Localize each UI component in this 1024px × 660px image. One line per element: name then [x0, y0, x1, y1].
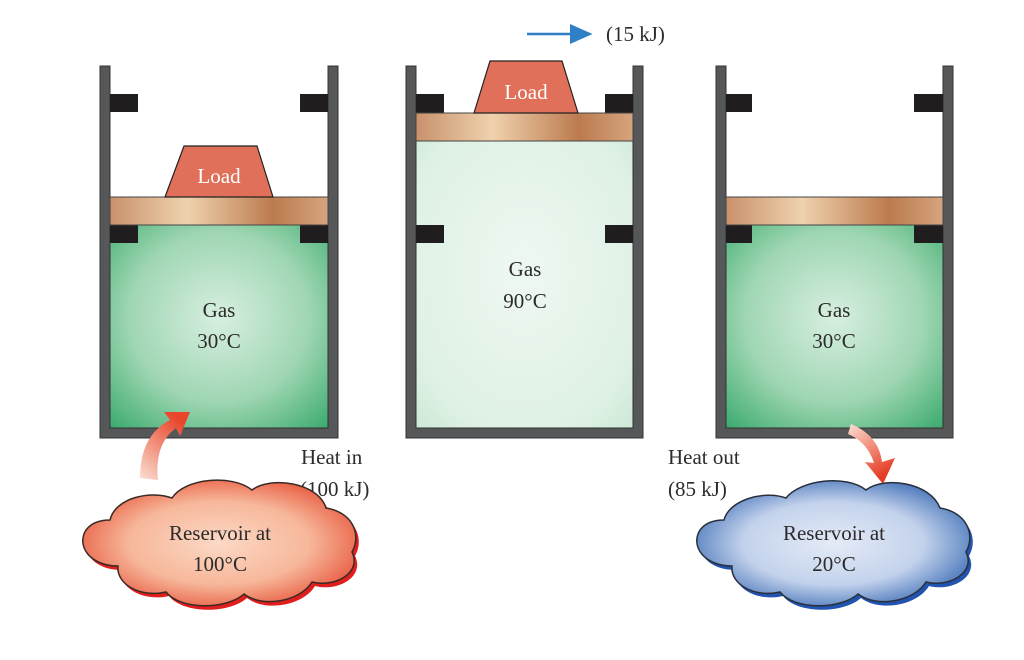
- upper-stop-left: [110, 94, 138, 112]
- upper-stop-right: [914, 94, 943, 112]
- cold-reservoir-label: Reservoir at: [783, 521, 885, 545]
- gas-temperature: 30°C: [197, 329, 240, 353]
- cylinder-wall: [99, 65, 339, 439]
- load-block: [164, 145, 274, 198]
- cold-cloud: [696, 479, 971, 607]
- hot-reservoir-temp: 100°C: [193, 552, 247, 576]
- gas-label: Gas: [203, 298, 236, 322]
- hot-reservoir: Reservoir at 100°C: [82, 479, 359, 610]
- hot-reservoir-label: Reservoir at: [169, 521, 271, 545]
- heat-in-label: Heat in: [301, 445, 363, 469]
- cylinder-wall: [715, 65, 954, 439]
- cold-reservoir-temp: 20°C: [812, 552, 855, 576]
- lower-stop-left: [416, 225, 444, 243]
- lower-stop-right: [605, 225, 633, 243]
- load-label: Load: [197, 164, 241, 188]
- gas-temperature: 30°C: [812, 329, 855, 353]
- piston: [109, 196, 329, 226]
- cylinder-wall: [405, 65, 644, 439]
- gas-region: [726, 225, 943, 430]
- upper-stop-right: [300, 94, 328, 112]
- load-block: [473, 60, 579, 114]
- load-label: Load: [504, 80, 548, 104]
- lower-stop-left: [726, 225, 752, 243]
- lower-stop-right: [914, 225, 943, 243]
- work-label: (15 kJ): [606, 22, 665, 46]
- cylinder-1: Load Gas 30°C: [99, 65, 339, 439]
- gas-region: [416, 141, 633, 430]
- upper-stop-right: [605, 94, 633, 113]
- cylinder-2: Load Gas 90°C: [405, 60, 644, 439]
- upper-stop-left: [416, 94, 444, 113]
- heat-out-arrow-icon: [848, 424, 895, 484]
- upper-stop-left: [726, 94, 752, 112]
- work-output: (15 kJ): [527, 22, 665, 46]
- heat-out-amount: (85 kJ): [668, 477, 727, 501]
- gas-label: Gas: [509, 257, 542, 281]
- heat-in-arrow-icon: [140, 412, 190, 480]
- piston: [415, 112, 634, 142]
- gas-temperature: 90°C: [503, 289, 546, 313]
- lower-stop-left: [110, 225, 138, 243]
- piston: [725, 196, 944, 226]
- hot-cloud: [82, 479, 357, 607]
- cold-reservoir: Reservoir at 20°C: [696, 479, 973, 610]
- gas-label: Gas: [818, 298, 851, 322]
- gas-region: [110, 225, 328, 430]
- heat-out-label: Heat out: [668, 445, 740, 469]
- cylinder-3: Gas 30°C: [715, 65, 954, 439]
- lower-stop-right: [300, 225, 328, 243]
